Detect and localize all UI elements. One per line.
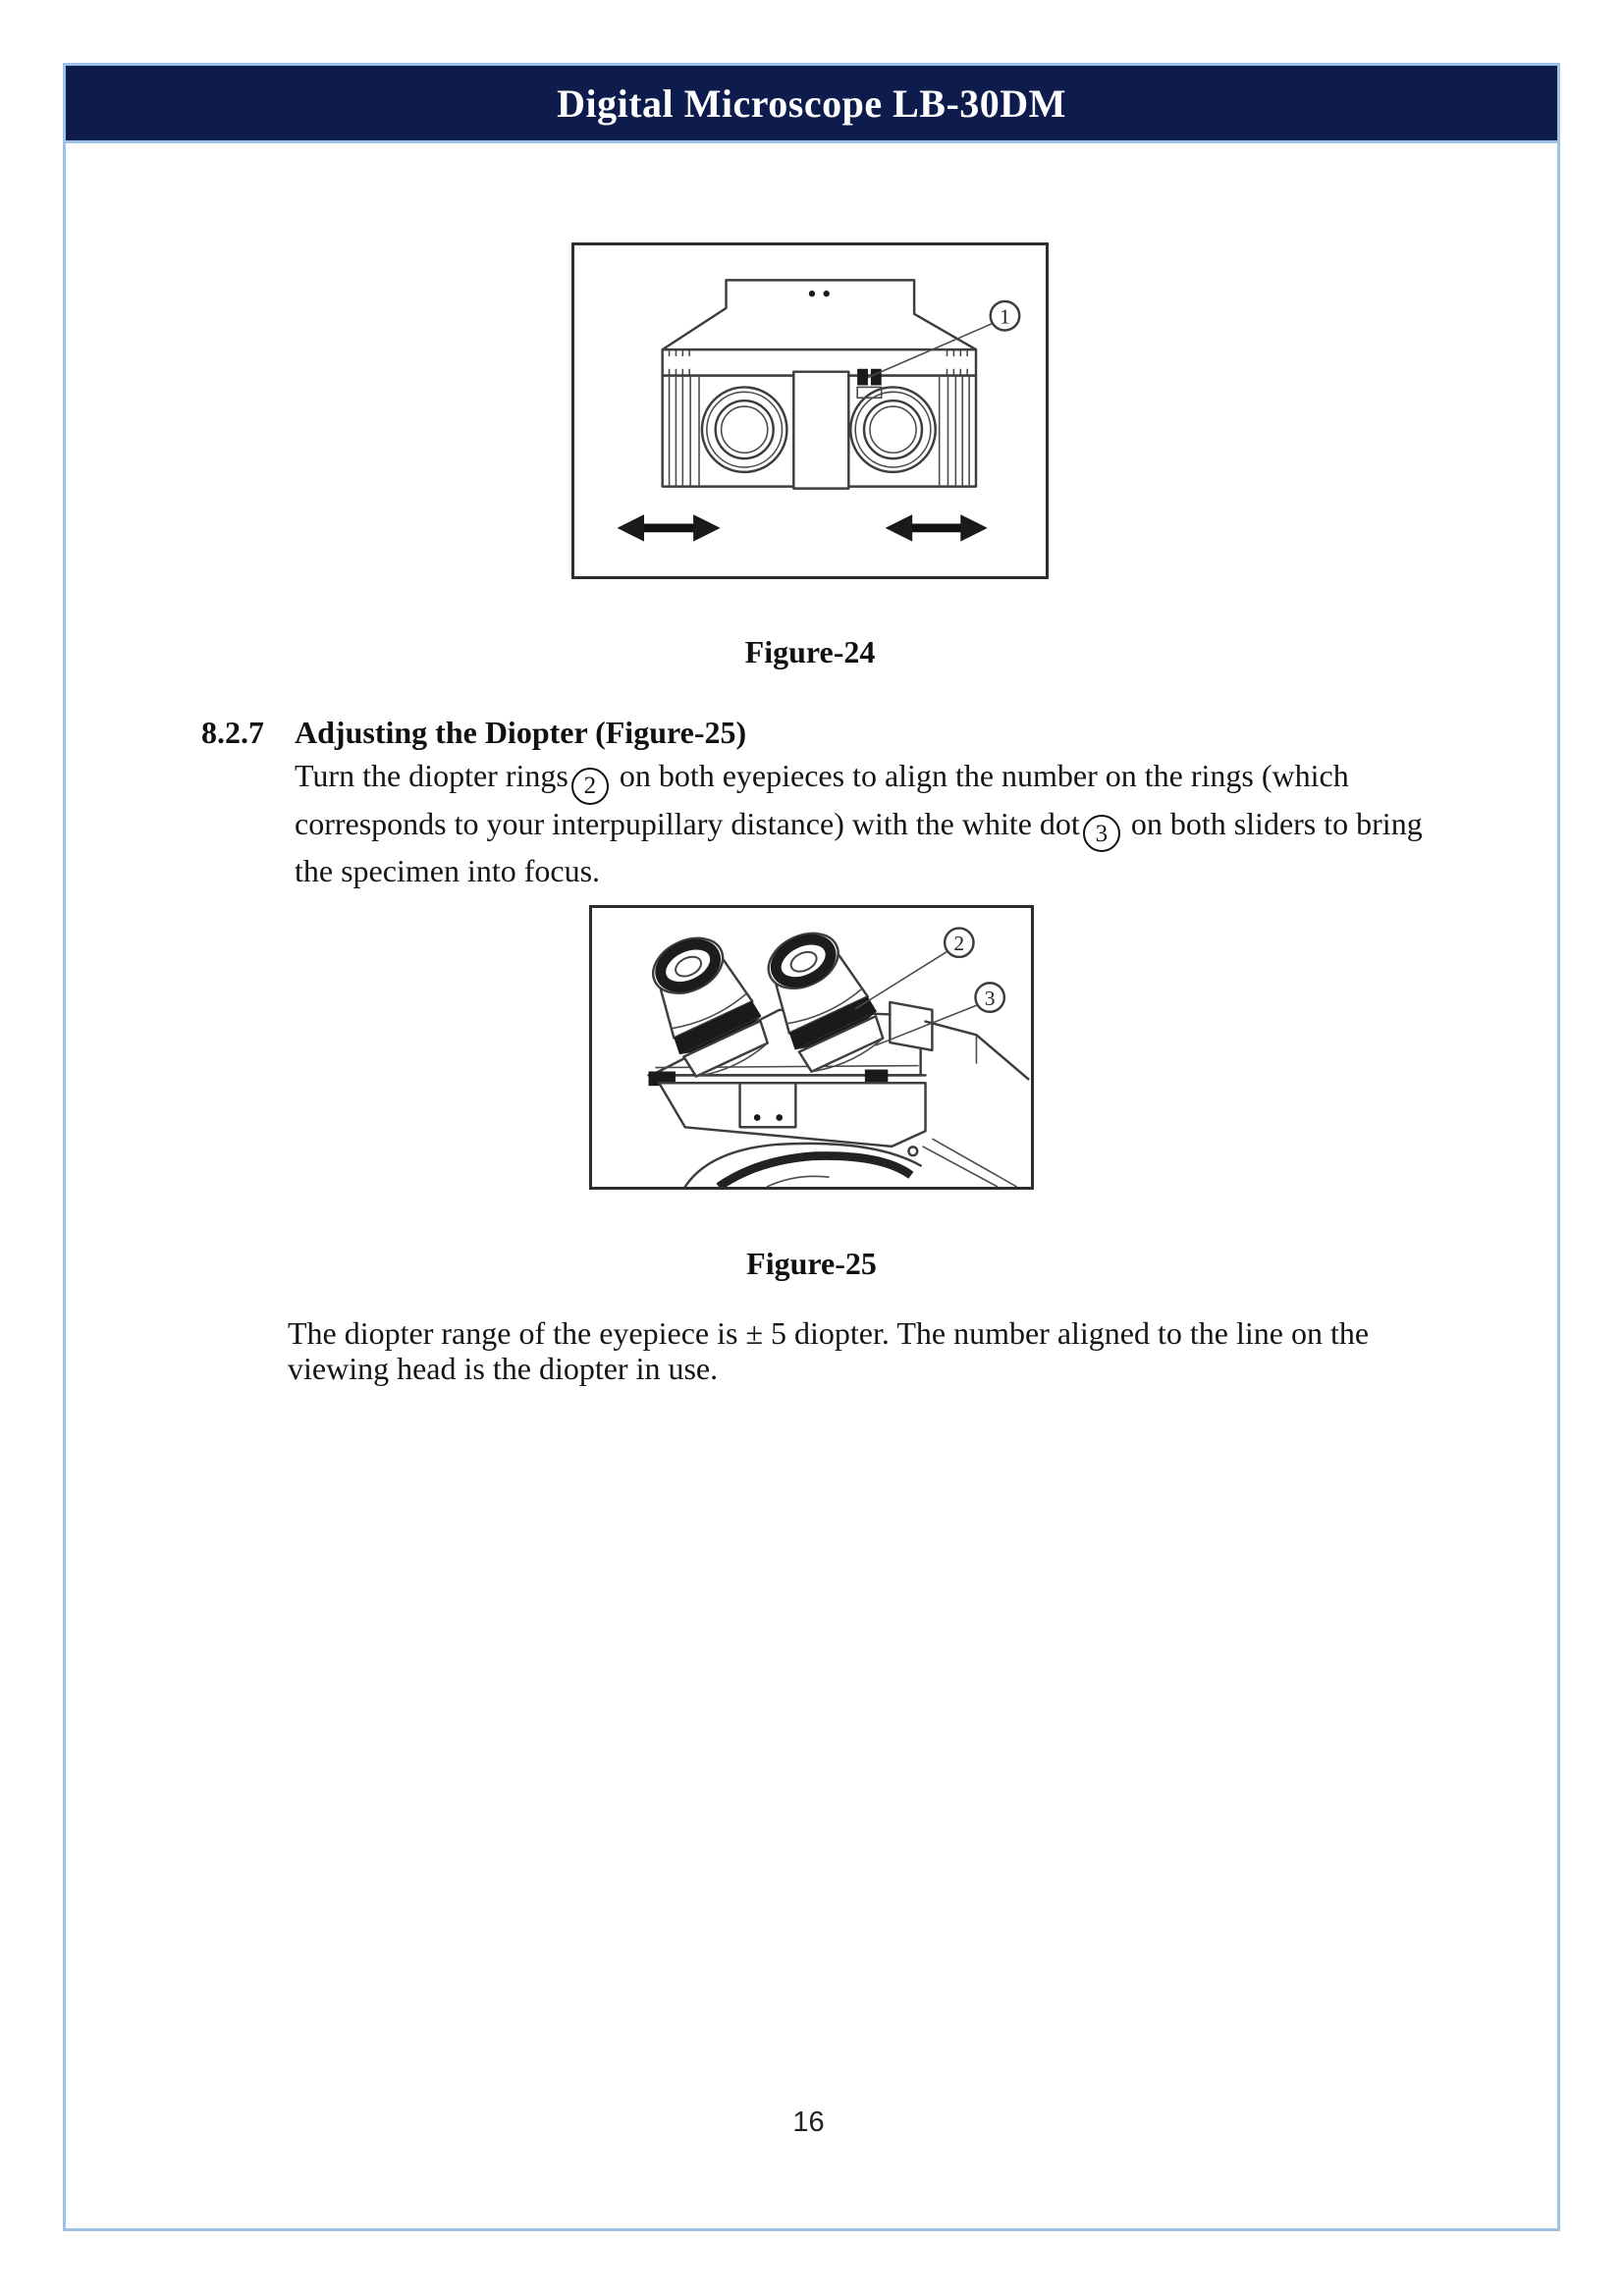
callout-2-leader	[854, 950, 948, 1010]
right-eyepiece	[767, 932, 885, 1073]
section-heading: Adjusting the Diopter (Figure-25)	[295, 715, 747, 750]
binocular-head-front-drawing: 1	[617, 279, 1021, 542]
callout-1-leader	[867, 322, 994, 379]
body-text-part-2: on both eyepieces to align the number on…	[295, 758, 1349, 841]
right-eyepiece-rings	[849, 386, 937, 474]
left-eyepiece	[652, 936, 769, 1078]
slide-arrow-left	[617, 514, 721, 542]
page-header: Digital Microscope LB-30DM	[63, 63, 1560, 143]
page-number: 16	[792, 2107, 825, 2138]
screw-dot	[823, 290, 830, 297]
figure-25-caption: Figure-25	[746, 1246, 877, 1281]
callout-3-circle	[974, 982, 1006, 1013]
callout-1-label: 1	[1000, 305, 1010, 329]
body-text-part-3: on both sliders to bring the specimen in…	[295, 805, 1423, 889]
screw-dot	[808, 290, 816, 297]
page-title: Digital Microscope LB-30DM	[557, 80, 1066, 126]
figure-25-image: 2 3	[589, 905, 1034, 1190]
eyepiece-perspective-drawing: 2 3	[647, 927, 1030, 1187]
circled-number-2-inline: 2	[570, 767, 609, 805]
callout-3-leader	[875, 1004, 978, 1046]
callout-2-circle	[943, 927, 975, 959]
callout-1-circle	[989, 299, 1021, 332]
closing-paragraph: The diopter range of the eyepiece is ± 5…	[288, 1315, 1370, 1386]
body-text-part-1: Turn the diopter rings	[295, 758, 568, 793]
callout-3-label: 3	[985, 987, 996, 1010]
callout-2-label: 2	[953, 932, 964, 955]
scale-mechanism	[856, 368, 883, 400]
circled-number-3-inline: 3	[1082, 815, 1120, 852]
figure-24-caption: Figure-24	[744, 634, 876, 669]
slide-arrow-right	[885, 514, 988, 542]
figure-24-image: 1	[571, 242, 1049, 579]
left-eyepiece-rings	[700, 386, 788, 474]
section-number: 8.2.7	[201, 715, 264, 750]
section-8-2-7: 8.2.7 Adjusting the Diopter (Figure-25) …	[201, 713, 1443, 889]
